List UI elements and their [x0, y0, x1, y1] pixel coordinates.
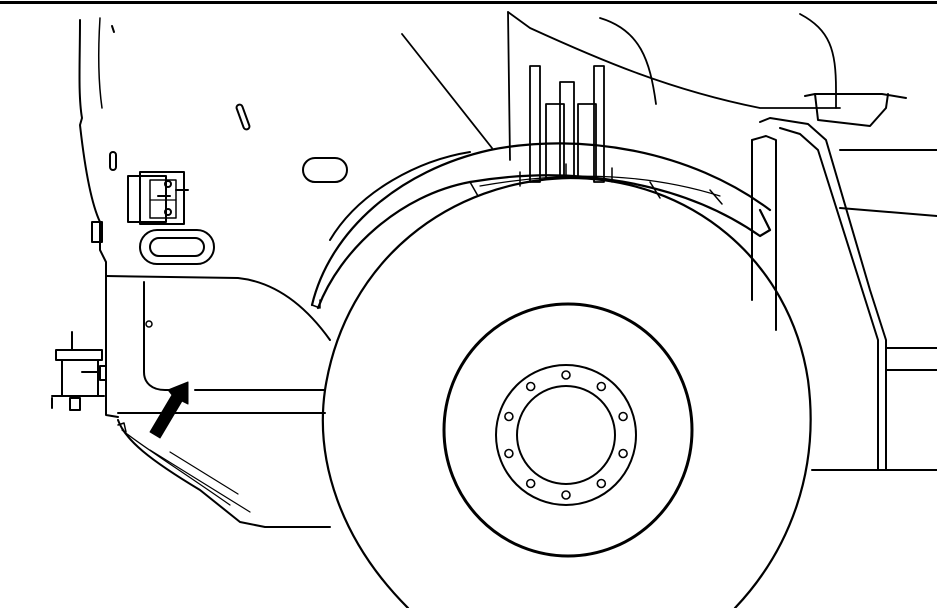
oval-slot-large-outer [139, 229, 215, 265]
bumper-mount [51, 331, 107, 411]
lug-nut [525, 381, 536, 392]
lug-nut [618, 448, 628, 459]
lug-nut [504, 448, 514, 459]
lug-nut [504, 411, 514, 422]
lug-nuts [504, 370, 628, 500]
pin-vertical [109, 151, 117, 171]
side-tab [91, 221, 103, 243]
panel-seam [105, 275, 331, 341]
fender-flare [310, 142, 772, 310]
lug-nut [561, 370, 571, 380]
body-openings [109, 25, 348, 265]
oval-slot-large-inner [149, 237, 205, 257]
lug-nut [596, 478, 607, 489]
lug-nut [561, 490, 571, 500]
pin-diagonal [235, 103, 251, 131]
arrow-icon [149, 381, 189, 439]
hub-inner [516, 385, 616, 485]
oval-slot-small [302, 157, 348, 183]
wheelwell-curve [329, 151, 471, 241]
wheel-assembly [321, 176, 812, 608]
tire [321, 176, 812, 608]
lower-fender-panel [143, 281, 181, 391]
callout-arrow [149, 381, 189, 439]
cab-step [751, 93, 937, 471]
latch-bracket [127, 171, 189, 225]
pin-top [111, 25, 115, 33]
rim-outer [442, 302, 694, 558]
lug-nut [525, 478, 536, 489]
lug-nut [618, 411, 628, 422]
panel-inner-contour [97, 17, 103, 109]
body-panel [78, 17, 471, 418]
hub-outer [495, 364, 637, 506]
panel-hole [145, 320, 153, 328]
splash-shield [117, 419, 331, 528]
lug-nut [596, 381, 607, 392]
